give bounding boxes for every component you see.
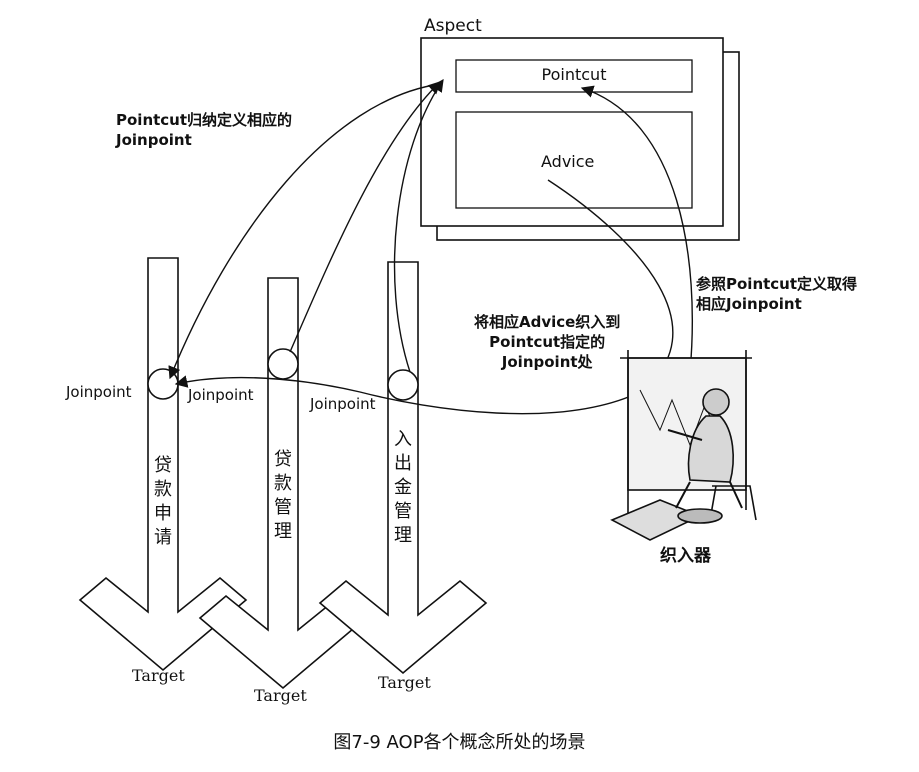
target-arrow-2 xyxy=(198,277,368,690)
pointcut-to-joinpoint-1-arrow xyxy=(168,83,441,380)
joinpoint-3-to-pointcut-arrow xyxy=(393,78,444,373)
target-label-3: Target xyxy=(378,673,431,692)
pointcut-box xyxy=(455,59,693,93)
weaver-illustration xyxy=(610,350,757,541)
target-arrow-3 xyxy=(318,261,488,675)
target-name-2: 贷款管理 xyxy=(274,449,292,542)
weaver-label: 织入器 xyxy=(660,546,711,566)
target-arrow-1 xyxy=(78,257,248,672)
joinpoint-2-to-pointcut-arrow xyxy=(289,81,441,353)
target-name-1: 贷款申请 xyxy=(154,455,172,548)
joinpoint-circle-2 xyxy=(267,348,299,380)
note-lookup-pointcut: 参照Pointcut定义取得 相应Joinpoint xyxy=(696,275,858,313)
advice-weave-arrow xyxy=(174,179,674,415)
joinpoint-label-1: Joinpoint xyxy=(66,383,132,401)
joinpoint-label-2: Joinpoint xyxy=(188,386,254,404)
weaver-to-pointcut-arrow xyxy=(580,85,694,373)
note-weave-advice: 将相应Advice织入到 Pointcut指定的 Joinpoint处 xyxy=(474,313,621,371)
pointcut-label: Pointcut xyxy=(541,65,607,84)
note-pointcut-defines: Pointcut归纳定义相应的 Joinpoint xyxy=(116,111,293,149)
figure-caption: 图7-9 AOP各个概念所处的场景 xyxy=(333,732,586,753)
target-label-2: Target xyxy=(254,686,307,705)
aspect-title: Aspect xyxy=(424,16,482,36)
advice-box xyxy=(455,111,693,209)
joinpoint-circle-3 xyxy=(387,369,419,401)
advice-label: Advice xyxy=(541,152,595,171)
joinpoint-circle-1 xyxy=(147,368,179,400)
target-name-3: 入出金管理 xyxy=(394,429,412,546)
joinpoint-label-3: Joinpoint xyxy=(310,395,376,413)
target-label-1: Target xyxy=(132,666,185,685)
